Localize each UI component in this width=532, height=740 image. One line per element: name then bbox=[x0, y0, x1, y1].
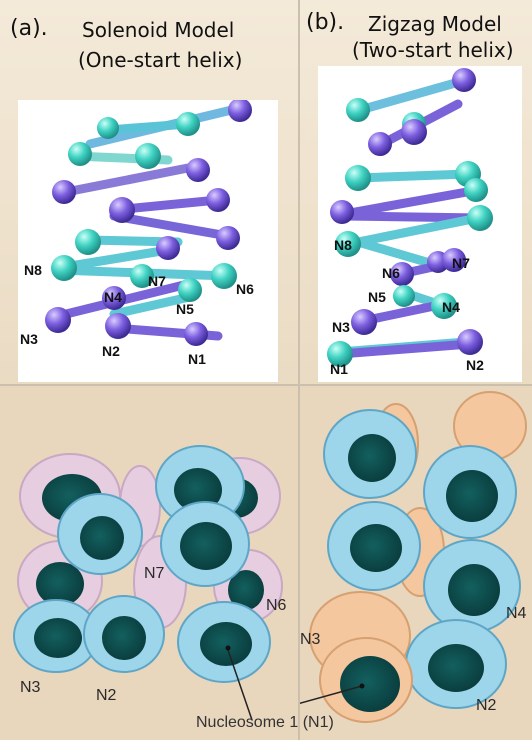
blue-ring-5 bbox=[84, 596, 164, 672]
ring-label-n3: N3 bbox=[20, 679, 41, 696]
label-n7: N7 bbox=[148, 273, 166, 289]
solenoid-nucleosome-illustration: N7 N6 N3 N2 bbox=[0, 386, 298, 740]
label-n8: N8 bbox=[24, 262, 42, 278]
ring-label-n7: N7 bbox=[144, 565, 165, 582]
panel-b-subtitle: (Two-start helix) bbox=[352, 38, 514, 62]
blue-ring-3 bbox=[161, 502, 249, 586]
label-n3: N3 bbox=[332, 319, 350, 335]
panel-b-title: Zigzag Model bbox=[368, 12, 502, 36]
label-n4: N4 bbox=[442, 299, 460, 315]
panel-a-letter: (a). bbox=[10, 16, 48, 41]
label-n6: N6 bbox=[236, 281, 254, 297]
n1-leader-dot bbox=[226, 646, 231, 651]
ring-label-n3: N3 bbox=[300, 631, 321, 648]
nucleosome-caption: Nucleosome 1 (N1) bbox=[196, 714, 334, 732]
label-n3: N3 bbox=[20, 331, 38, 347]
label-n8: N8 bbox=[334, 237, 352, 253]
panel-b-letter: (b). bbox=[306, 10, 344, 35]
panel-a-subtitle: (One-start helix) bbox=[78, 48, 242, 72]
label-n4: N4 bbox=[104, 289, 122, 305]
label-n6: N6 bbox=[382, 265, 400, 281]
blue-ring-2 bbox=[58, 494, 142, 574]
solenoid-ball-model: N1 N2 N3 N4 N5 N6 N7 N8 bbox=[18, 100, 278, 382]
ring-label-n2: N2 bbox=[476, 697, 497, 714]
zigzag-ball-model: N1 N2 N3 N4 N5 N6 N7 N8 bbox=[318, 66, 522, 382]
blue-ring-n1 bbox=[178, 602, 270, 682]
label-n2: N2 bbox=[102, 343, 120, 359]
ring-label-n2: N2 bbox=[96, 687, 117, 704]
label-n1: N1 bbox=[330, 361, 348, 377]
label-n5: N5 bbox=[176, 301, 194, 317]
zigzag-leader-dot bbox=[360, 684, 365, 689]
label-n7: N7 bbox=[452, 255, 470, 271]
label-n2: N2 bbox=[466, 357, 484, 373]
label-n1: N1 bbox=[188, 351, 206, 367]
panel-a-title: Solenoid Model bbox=[82, 18, 234, 42]
zigzag-n1-ring bbox=[320, 638, 412, 722]
label-n5: N5 bbox=[368, 289, 386, 305]
ring-label-n4: N4 bbox=[506, 605, 527, 622]
zigzag-nucleosome-illustration: N3 N4 N2 bbox=[300, 386, 532, 740]
ring-label-n6: N6 bbox=[266, 597, 287, 614]
